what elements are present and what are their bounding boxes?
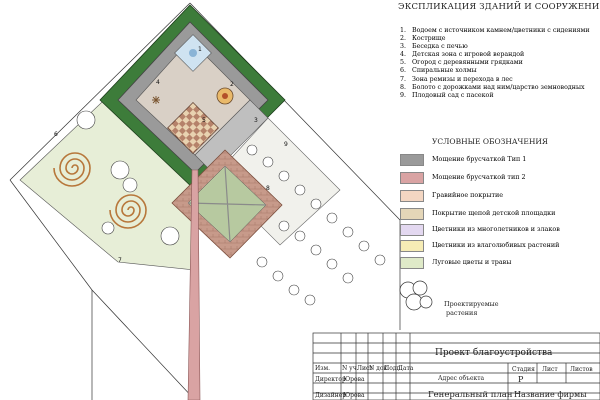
svg-text:3: 3	[254, 117, 258, 124]
site-boundary	[9, 2, 401, 400]
svg-text:5: 5	[202, 117, 206, 124]
list-item: 6.Спиральные холмы	[400, 67, 477, 75]
tree-cluster-icon	[399, 280, 433, 311]
list-item: 9.Плодовый сад с пасекой	[400, 91, 494, 99]
role-name: Юрова	[343, 376, 365, 383]
svg-text:2: 2	[230, 81, 234, 88]
sheets-label: Листов	[570, 366, 593, 373]
list-item: 3.Беседка с печью	[400, 43, 468, 51]
title-block-frame	[312, 332, 600, 400]
explication-title: ЭКСПЛИКАЦИЯ ЗДАНИЙ И СООРУЖЕНИЙ	[398, 2, 600, 12]
list-item: 8.Болото с дорожками над ним/царство зем…	[400, 83, 585, 91]
sheet-label: Лист	[542, 366, 558, 373]
legend-trees-label: растения	[446, 309, 478, 317]
svg-text:7: 7	[118, 257, 122, 264]
list-item: 7.Зона ремизы и перехода в лес	[400, 75, 513, 83]
stage-value: Р	[518, 375, 524, 384]
header-cell: Лист	[357, 365, 373, 372]
legend-title: УСЛОВНЫЕ ОБОЗНАЧЕНИЯ	[432, 137, 548, 146]
legend-trees-label: Проектируемые	[444, 300, 499, 308]
list-item: 4.Детская зона с игровой верандой	[400, 51, 525, 59]
legend-swatch	[400, 172, 424, 184]
list-item: 2.Кострище	[400, 35, 446, 43]
sheet-name: Генеральный план	[428, 390, 513, 400]
main-path	[187, 169, 201, 400]
plan-numbers: 1 2 3 4 5 6 7 8 9	[54, 46, 288, 264]
list-item: 1.Водоем с источником камнем/цветники с …	[400, 27, 590, 34]
svg-text:9: 9	[284, 141, 288, 148]
legend-swatch	[400, 154, 424, 166]
svg-text:4: 4	[156, 79, 160, 86]
explication-list: 1.Водоем с источником камнем/цветники с …	[400, 27, 590, 100]
role-name: Юрова	[343, 392, 365, 399]
role-label: Дизайнер	[315, 392, 347, 399]
svg-text:8: 8	[266, 185, 270, 192]
svg-text:1: 1	[198, 46, 202, 53]
header-cell: Дата	[398, 365, 414, 372]
header-cell: Изм.	[315, 365, 331, 372]
project-title: Проект благоустройства	[435, 348, 553, 358]
svg-text:6: 6	[54, 131, 58, 138]
header-cell: Подп.	[384, 365, 403, 372]
header-cell: N док.	[369, 365, 390, 372]
address-label: Адрес объекта	[438, 375, 485, 382]
orchard-trees	[246, 144, 386, 306]
legend-swatch	[400, 257, 424, 269]
list-item: 5.Огород с деревянными грядками	[400, 59, 523, 67]
role-label: Директор	[315, 376, 346, 383]
legend-swatch	[400, 224, 424, 236]
legend-swatch	[400, 190, 424, 202]
legend-swatch	[400, 208, 424, 220]
bog-zone	[171, 149, 283, 259]
firm-name: Название фирмы	[514, 390, 587, 399]
shrubs	[76, 110, 180, 246]
header-cell: N уч.	[342, 365, 359, 372]
legend-swatch	[400, 240, 424, 252]
stage-label: Стадия	[512, 366, 535, 373]
